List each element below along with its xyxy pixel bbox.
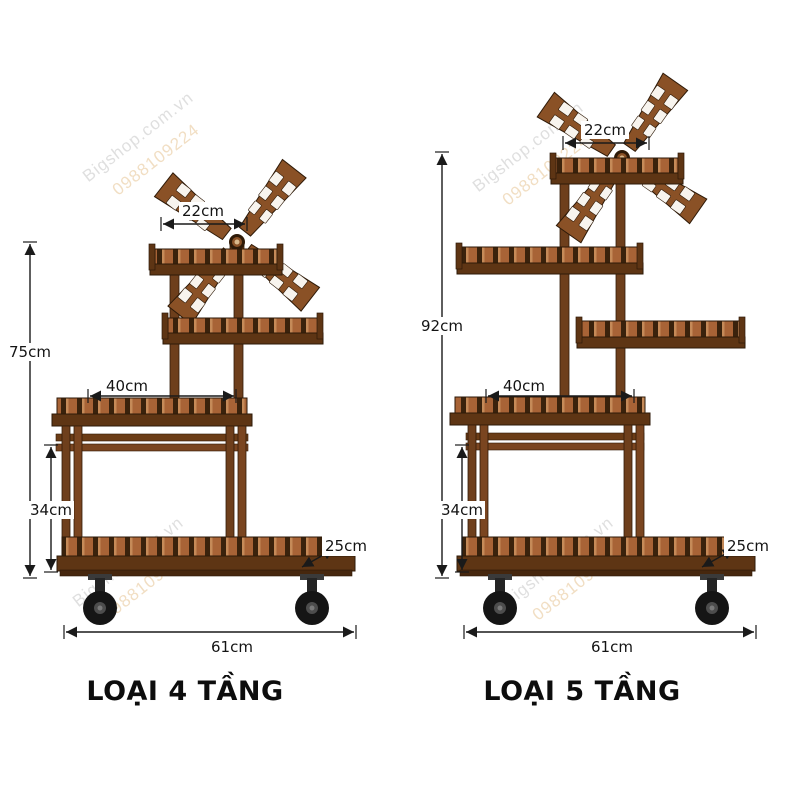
left-lower-posts bbox=[61, 425, 247, 567]
right-base-width-label: 61cm bbox=[591, 638, 633, 656]
left-height-label: 75cm bbox=[9, 343, 51, 361]
right-wheels bbox=[483, 574, 729, 625]
caster-wheel bbox=[83, 574, 117, 625]
left-wheels bbox=[83, 574, 329, 625]
left-mid-width-label: 40cm bbox=[106, 377, 148, 395]
caster-wheel bbox=[295, 574, 329, 625]
right-shelf-bottom bbox=[456, 536, 756, 577]
right-top-width-label: 22cm bbox=[584, 121, 626, 139]
left-dim-mid-width: 40cm bbox=[87, 377, 237, 403]
left-braces bbox=[55, 433, 249, 452]
right-mid-width-label: 40cm bbox=[503, 377, 545, 395]
left-shelf-middle bbox=[51, 397, 253, 427]
right-dim-base-width: 61cm bbox=[463, 625, 757, 656]
right-dim-lower-height: 34cm bbox=[439, 444, 485, 573]
left-stand: 22cm 75cm 40cm 34cm bbox=[7, 158, 370, 656]
right-braces bbox=[465, 432, 645, 451]
left-dim-top-width: 22cm bbox=[160, 202, 248, 231]
right-depth-label: 25cm bbox=[727, 537, 769, 555]
left-dim-height: 75cm bbox=[7, 241, 53, 579]
left-lower-height-label: 34cm bbox=[30, 501, 72, 519]
right-dim-depth: 25cm bbox=[701, 536, 772, 568]
left-shelf-second bbox=[161, 312, 324, 345]
left-base-width-label: 61cm bbox=[211, 638, 253, 656]
right-dim-mid-width: 40cm bbox=[485, 377, 635, 403]
right-height-label: 92cm bbox=[421, 317, 463, 335]
right-dim-top-width: 22cm bbox=[562, 121, 650, 150]
left-shelf-bottom bbox=[56, 536, 356, 577]
left-depth-label: 25cm bbox=[325, 537, 367, 555]
caster-wheel bbox=[695, 574, 729, 625]
left-dim-base-width: 61cm bbox=[63, 625, 357, 656]
left-dim-depth: 25cm bbox=[301, 536, 370, 568]
right-shelf-third bbox=[575, 316, 746, 349]
right-lower-height-label: 34cm bbox=[441, 501, 483, 519]
left-top-width-label: 22cm bbox=[182, 202, 224, 220]
left-shelf-top bbox=[148, 243, 284, 276]
right-shelf-middle bbox=[449, 396, 651, 426]
caster-wheel bbox=[483, 574, 517, 625]
left-dim-lower-height: 34cm bbox=[28, 444, 74, 573]
right-product-caption: LOẠI 5 TẦNG bbox=[483, 676, 681, 707]
left-product-caption: LOẠI 4 TẦNG bbox=[86, 676, 284, 707]
right-shelf-top bbox=[549, 152, 685, 185]
right-shelf-second bbox=[455, 242, 644, 275]
right-stand: 22cm 92cm 40cm 34cm bbox=[419, 72, 772, 656]
